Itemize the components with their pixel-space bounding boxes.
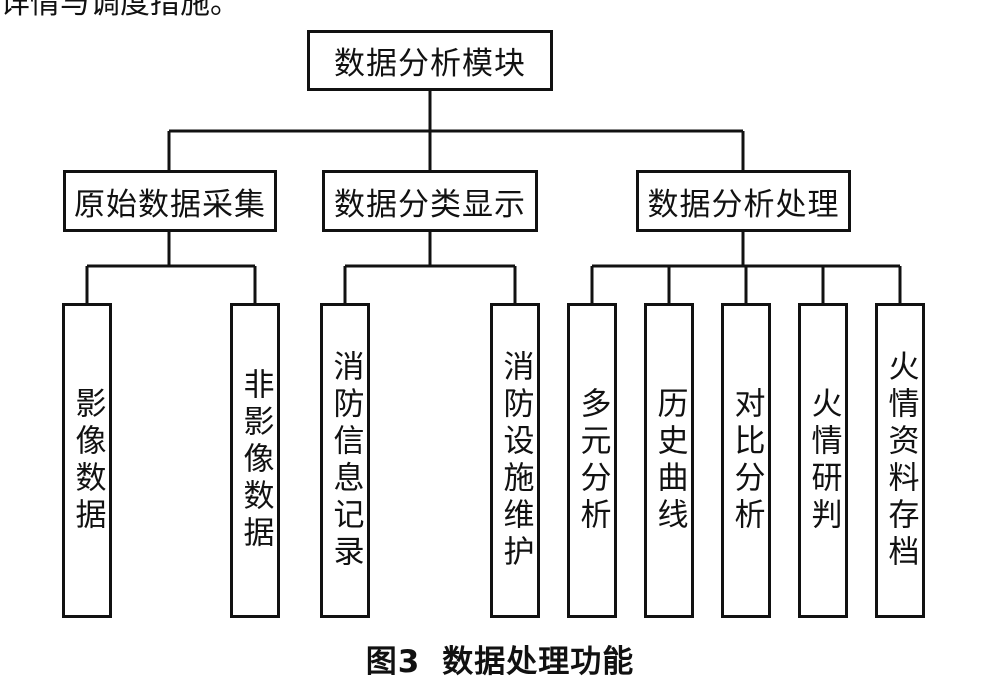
node-raw-data-collection: 原始数据采集 xyxy=(63,170,277,232)
node-fire-archive: 火情资料存档 xyxy=(875,303,925,618)
node-history-curve: 历史曲线 xyxy=(644,303,694,618)
node-multi-analysis: 多元分析 xyxy=(567,303,617,618)
figure-title: 数据处理功能 xyxy=(442,644,635,680)
figure-number: 图3 xyxy=(365,644,421,680)
node-fire-info-record: 消防信息记录 xyxy=(320,303,370,618)
node-data-analysis-processing: 数据分析处理 xyxy=(636,170,851,232)
figure-caption: 图3 数据处理功能 xyxy=(0,636,1000,681)
root-node: 数据分析模块 xyxy=(307,30,553,91)
node-fire-facility-maintenance: 消防设施维护 xyxy=(490,303,540,618)
node-non-image-data: 非影像数据 xyxy=(230,303,280,618)
node-data-classify-display: 数据分类显示 xyxy=(322,170,538,232)
node-image-data: 影像数据 xyxy=(62,303,112,618)
preceding-body-text: 详情与调度措施。 xyxy=(0,0,240,21)
node-comparative-analysis: 对比分析 xyxy=(721,303,771,618)
node-fire-assessment: 火情研判 xyxy=(798,303,848,618)
